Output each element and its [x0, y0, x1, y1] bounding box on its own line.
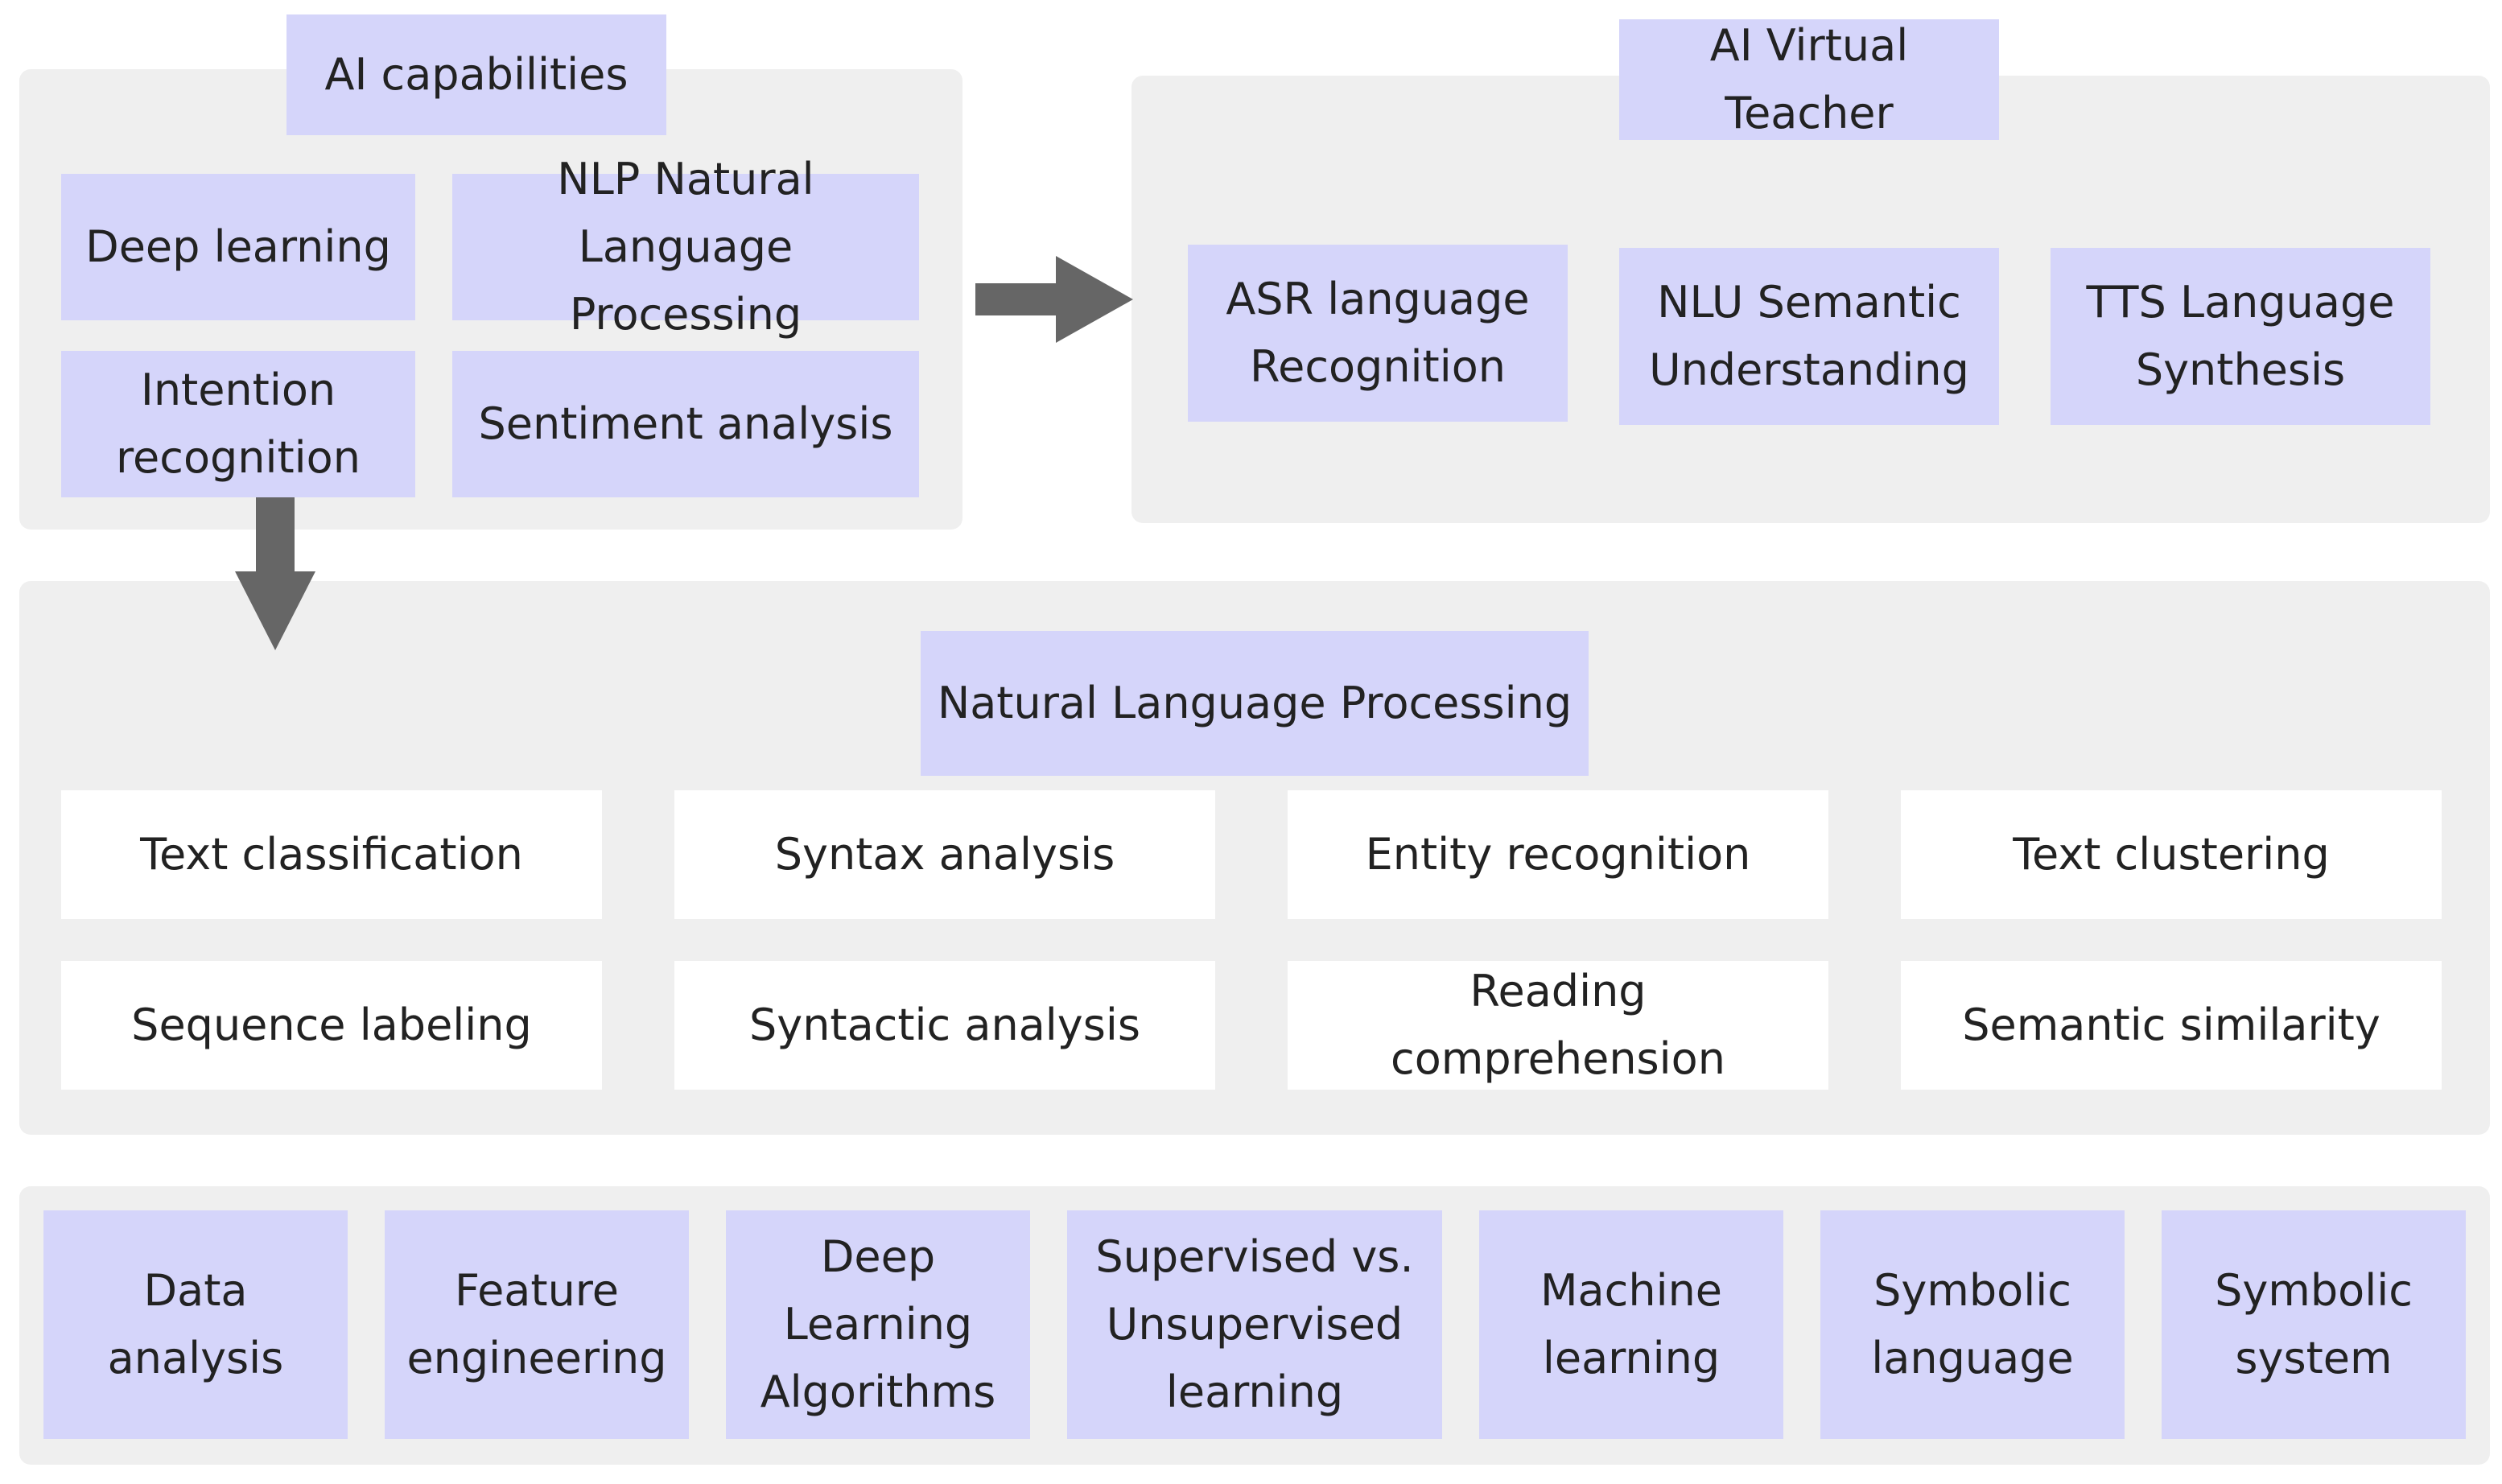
semantic-similarity-box: Semantic similarity — [1901, 961, 2442, 1090]
tts-language-synthesis-box: TTS Language Synthesis — [2051, 248, 2430, 425]
syntax-analysis-box: Syntax analysis — [674, 790, 1215, 919]
asr-language-recognition-box: ASR language Recognition — [1188, 245, 1568, 422]
nlp-natural-language-processing-box: NLP Natural Language Processing — [452, 154, 919, 340]
right-arrow-icon — [975, 256, 1133, 343]
machine-learning-box: Machine learning — [1479, 1210, 1783, 1439]
text-clustering-box: Text clustering — [1901, 790, 2442, 919]
down-arrow-icon — [235, 497, 315, 650]
syntactic-analysis-box: Syntactic analysis — [674, 961, 1215, 1090]
reading-comprehension-box: Reading comprehension — [1288, 961, 1828, 1090]
intention-recognition-box: Intention recognition — [61, 351, 415, 497]
symbolic-language-box: Symbolic language — [1820, 1210, 2125, 1439]
symbolic-system-box: Symbolic system — [2162, 1210, 2466, 1439]
nlu-semantic-understanding-box: NLU Semantic Understanding — [1619, 248, 1999, 425]
data-analysis-box: Data analysis — [43, 1210, 348, 1439]
ai-virtual-teacher-title: AI Virtual Teacher — [1619, 19, 1999, 140]
ai-capabilities-title: AI capabilities — [286, 14, 666, 135]
entity-recognition-box: Entity recognition — [1288, 790, 1828, 919]
deep-learning-algorithms-box: Deep Learning Algorithms — [726, 1210, 1030, 1439]
sentiment-analysis-box: Sentiment analysis — [452, 351, 919, 497]
supervised-vs-unsupervised-learning-box: Supervised vs. Unsupervised learning — [1067, 1210, 1442, 1439]
text-classification-box: Text classification — [61, 790, 602, 919]
sequence-labeling-box: Sequence labeling — [61, 961, 602, 1090]
deep-learning-box: Deep learning — [61, 174, 415, 320]
feature-engineering-box: Feature engineering — [385, 1210, 689, 1439]
nlp-title: Natural Language Processing — [921, 631, 1589, 776]
